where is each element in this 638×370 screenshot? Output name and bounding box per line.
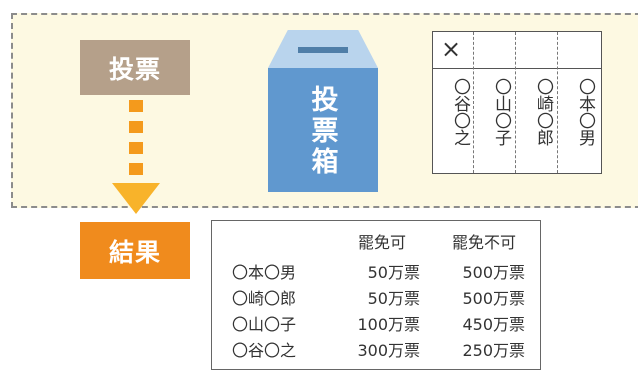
- result-row-no: 500万票: [462, 289, 525, 308]
- arrow-segment: [129, 163, 143, 175]
- arrow-down-icon: [112, 183, 160, 214]
- result-row-name: 〇崎〇郎: [232, 289, 297, 308]
- ballot-box-text: 投票箱: [311, 85, 339, 178]
- column-header-recall-no: 罷免不可: [452, 233, 517, 252]
- result-row-yes: 100万票: [357, 315, 420, 334]
- arrow-segment: [129, 142, 143, 154]
- ballot-box-slot: [298, 47, 348, 53]
- ballot-box-body: [268, 68, 378, 192]
- result-row-yes: 300万票: [357, 341, 420, 360]
- result-row-name: 〇山〇子: [232, 315, 297, 334]
- ballot-candidate: 〇崎〇郎: [533, 78, 553, 146]
- ballot-divider: [515, 32, 516, 173]
- result-row-no: 250万票: [462, 341, 525, 360]
- ballot-divider: [557, 32, 558, 173]
- result-row-name: 〇谷〇之: [232, 341, 297, 360]
- result-row-no: 450万票: [462, 315, 525, 334]
- result-row-no: 500万票: [462, 263, 525, 282]
- result-label: 結果: [80, 222, 190, 279]
- ballot-paper: × 〇谷〇之 〇山〇子 〇崎〇郎 〇本〇男: [432, 31, 602, 174]
- result-row-name: 〇本〇男: [232, 263, 297, 282]
- result-label-text: 結果: [108, 237, 161, 267]
- ballot-candidate: 〇本〇男: [575, 78, 595, 146]
- vote-label-text: 投票: [108, 54, 161, 84]
- cross-mark-icon: ×: [441, 35, 462, 63]
- results-table: 罷免可 罷免不可 〇本〇男 50万票 500万票 〇崎〇郎 50万票 500万票…: [211, 220, 541, 370]
- arrow-segment: [129, 121, 143, 133]
- ballot-mark-row: [433, 32, 601, 69]
- ballot-box: 投票箱: [268, 30, 378, 192]
- arrow-segment: [129, 100, 143, 112]
- ballot-divider: [473, 32, 474, 173]
- vote-label: 投票: [80, 40, 190, 95]
- ballot-candidate: 〇山〇子: [491, 78, 511, 146]
- result-row-yes: 50万票: [367, 263, 420, 282]
- column-header-recall-yes: 罷免可: [358, 233, 407, 252]
- result-row-yes: 50万票: [367, 289, 420, 308]
- ballot-candidate: 〇谷〇之: [450, 78, 470, 146]
